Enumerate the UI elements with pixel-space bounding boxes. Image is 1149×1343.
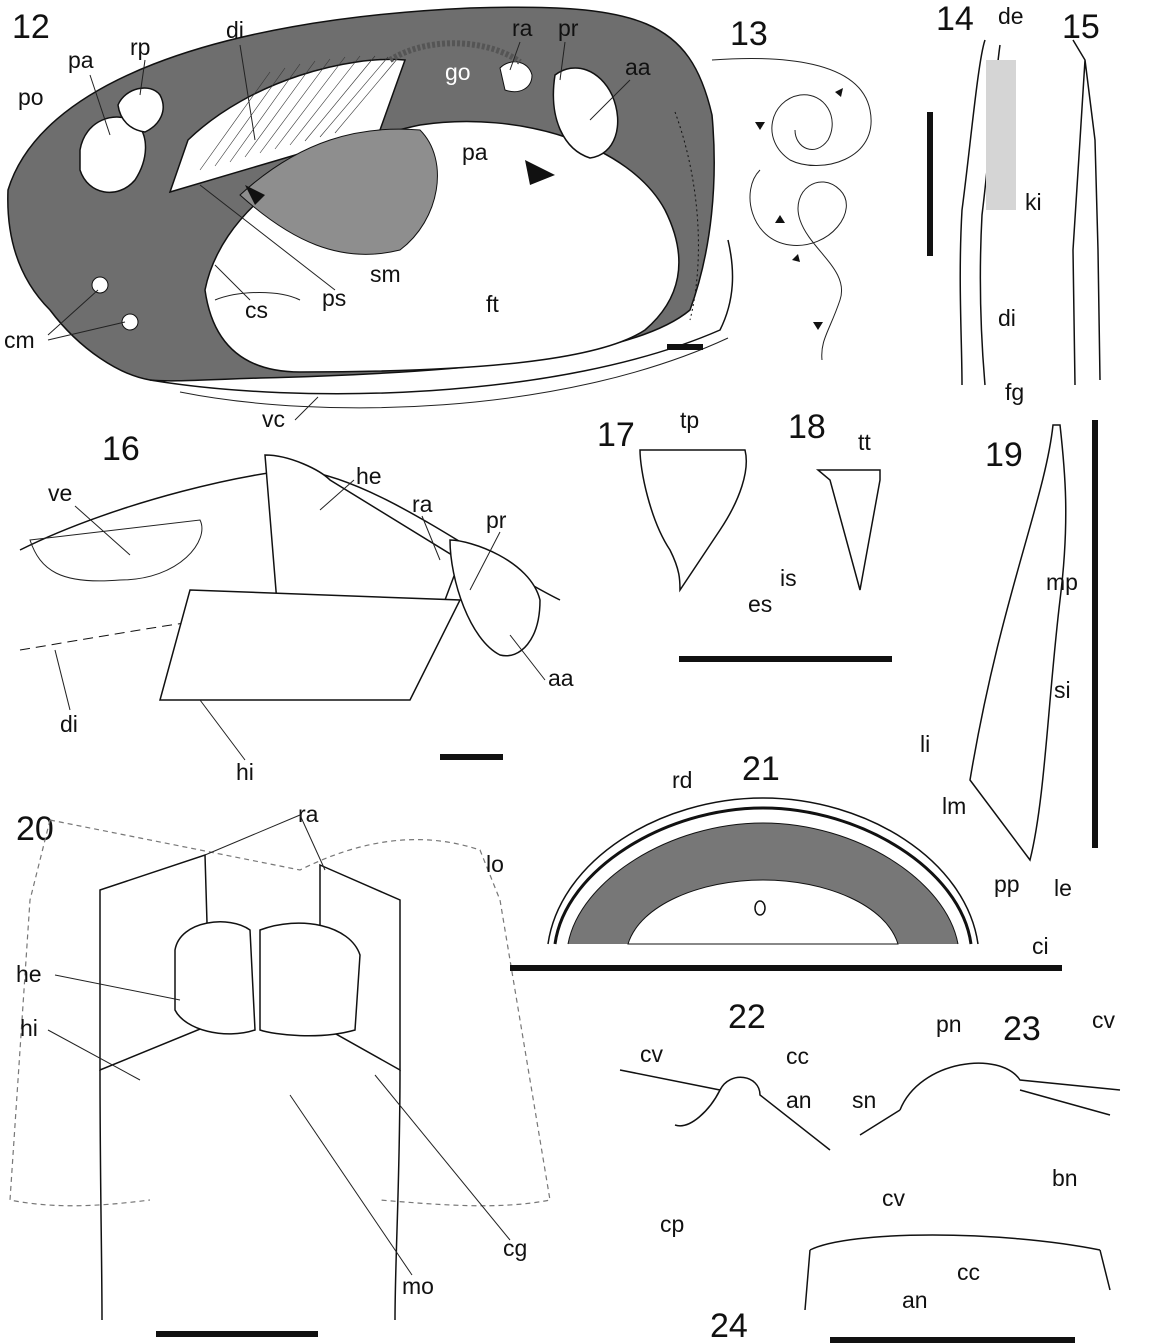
label-es: es (748, 591, 772, 617)
label-fg: fg (1005, 379, 1024, 405)
hemibranch-lower (160, 590, 460, 700)
label-si: si (1054, 677, 1071, 703)
label-sm: sm (370, 261, 401, 287)
figure-16: 16 ve he ra pr aa di hi (20, 430, 574, 785)
ve-shape (30, 520, 202, 581)
panel-number-24: 24 (710, 1307, 748, 1343)
papilla-17 (640, 450, 746, 590)
gill-filament-15 (1073, 40, 1100, 385)
label-li: li (920, 731, 930, 757)
panel-number-16: 16 (102, 430, 140, 468)
label-lm: lm (942, 793, 966, 819)
label-lo: lo (486, 851, 504, 877)
panel-number-21: 21 (742, 750, 780, 788)
label-ve: ve (48, 480, 72, 506)
label-ci: ci (1032, 933, 1049, 959)
label-cv-22: cv (640, 1041, 664, 1067)
label-cs: cs (245, 297, 268, 323)
label-mo: mo (402, 1273, 434, 1299)
label-hi-16: hi (236, 759, 254, 785)
label-cv-24: cv (882, 1185, 906, 1211)
label-cv-23: cv (1092, 1007, 1116, 1033)
figure-14-15: 14 15 de ki di fg (930, 0, 1100, 405)
figure-20: 20 ra he hi cg mo (10, 801, 550, 1334)
right-hemibranch (260, 923, 360, 1036)
figure-19: 19 mp si li lm pp le (920, 420, 1095, 901)
panel-number-18: 18 (788, 408, 826, 446)
tubule-coil-upper (712, 58, 871, 165)
label-ra-20: ra (298, 801, 319, 827)
label-pp: pp (994, 871, 1020, 897)
tubule-coil-lower (750, 170, 846, 360)
label-pa: pa (68, 47, 94, 73)
label-hi-20: hi (20, 1015, 38, 1041)
label-tp: tp (680, 407, 699, 433)
label-cc-22: cc (786, 1043, 809, 1069)
panel-number-14: 14 (936, 0, 974, 38)
label-ki: ki (1025, 189, 1042, 215)
label-rp: rp (130, 34, 150, 60)
label-he-20: he (16, 961, 42, 987)
label-pa-2: pa (462, 139, 488, 165)
label-bn: bn (1052, 1165, 1078, 1191)
label-cm: cm (4, 327, 35, 353)
label-pn: pn (936, 1011, 962, 1037)
label-he-16: he (356, 463, 382, 489)
figure-22-24: 22 23 24 cv cc an cp pn cv sn bn cv cc a… (620, 998, 1120, 1343)
panel-number-15: 15 (1062, 8, 1100, 46)
figure-12: 12 po pa rp di go ra pr aa pa sm ft cs p… (4, 7, 733, 432)
anterior-retractor (500, 62, 532, 92)
body-sides (100, 1070, 400, 1320)
label-le: le (1054, 875, 1072, 901)
papilla-18 (818, 470, 880, 590)
label-cp: cp (660, 1211, 684, 1237)
label-aa-16: aa (548, 665, 574, 691)
keel-shading (986, 60, 1016, 210)
panel-number-19: 19 (985, 436, 1023, 474)
siphon-wall (970, 425, 1066, 860)
figure-13: 13 (712, 15, 871, 360)
lumen-opening (755, 901, 765, 915)
panel-number-23: 23 (1003, 1010, 1041, 1048)
ganglion-23 (860, 1063, 1120, 1135)
label-di-14: di (998, 305, 1016, 331)
label-vc: vc (262, 406, 285, 432)
label-rd: rd (672, 767, 692, 793)
label-ft: ft (486, 291, 499, 317)
cruciform-muscle-1 (92, 277, 108, 293)
label-cc-24: cc (957, 1259, 980, 1285)
panel-number-22: 22 (728, 998, 766, 1036)
anterior-adductor-16 (450, 540, 540, 656)
label-cg: cg (503, 1235, 527, 1261)
label-pr-16: pr (486, 507, 507, 533)
flow-arrows (755, 88, 843, 330)
label-an-22: an (786, 1087, 812, 1113)
label-po: po (18, 84, 44, 110)
panel-number-13: 13 (730, 15, 768, 53)
label-di: di (226, 17, 244, 43)
left-hemibranch (175, 922, 255, 1034)
label-sn: sn (852, 1087, 876, 1113)
label-go: go (445, 59, 471, 85)
panel-number-17: 17 (597, 416, 635, 454)
label-an-24: an (902, 1287, 928, 1313)
label-mp: mp (1046, 569, 1078, 595)
label-ra-16: ra (412, 491, 433, 517)
label-ra: ra (512, 15, 533, 41)
panel-number-12: 12 (12, 8, 50, 46)
label-tt: tt (858, 429, 871, 455)
label-di-16: di (60, 711, 78, 737)
label-aa: aa (625, 54, 651, 80)
label-is: is (780, 565, 797, 591)
figure-17-18: 17 18 tp is tt es (597, 407, 892, 659)
label-pr: pr (558, 15, 579, 41)
label-de: de (998, 3, 1024, 29)
